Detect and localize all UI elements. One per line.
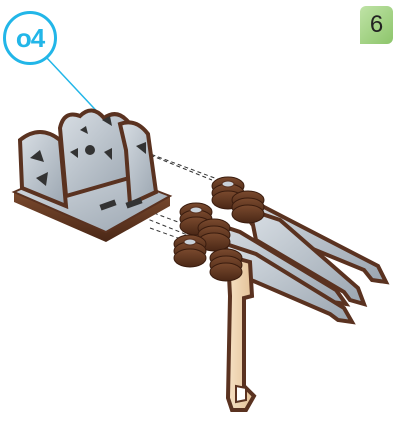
step-number-badge: 6 [360, 6, 393, 44]
part-label-text: o4 [16, 23, 44, 54]
base-block-part [14, 110, 170, 242]
step-number-text: 6 [370, 11, 383, 39]
key-assembly-part [174, 177, 386, 410]
part-label-badge: o4 [3, 11, 57, 65]
